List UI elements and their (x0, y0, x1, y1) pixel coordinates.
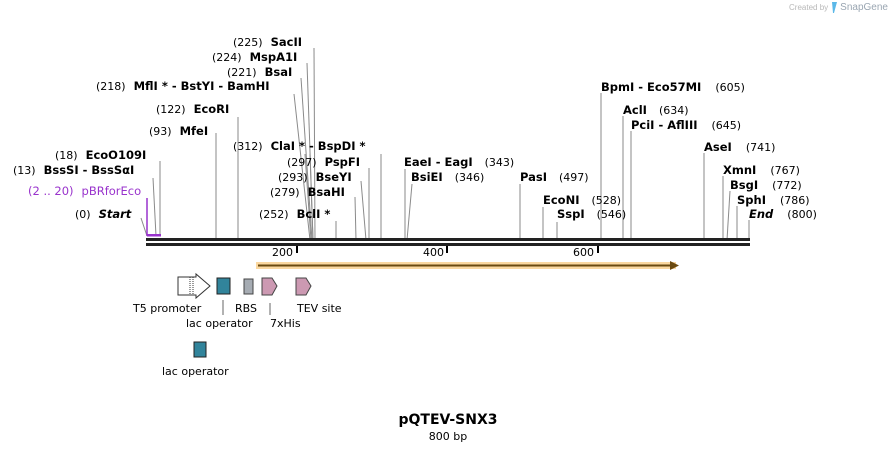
feature-tev-site[interactable] (295, 277, 312, 296)
svg-text:EcoNI(528): EcoNI(528) (543, 193, 621, 207)
feature-labels: T5 promoter lac operator RBS 7xHis TEV s… (132, 302, 342, 378)
svg-text:XmnI(767): XmnI(767) (723, 163, 800, 177)
svg-text:lac operator: lac operator (186, 317, 253, 330)
svg-text:(224)MspA1I: (224)MspA1I (212, 50, 297, 64)
svg-text:PasI(497): PasI(497) (520, 170, 589, 184)
svg-text:7xHis: 7xHis (270, 317, 301, 330)
svg-text:T5 promoter: T5 promoter (132, 302, 202, 315)
svg-text:(93)MfeI: (93)MfeI (149, 124, 208, 138)
feature-lac-operator-2[interactable] (193, 341, 207, 358)
snapgene-credit: Created by SnapGene (789, 2, 888, 13)
orf-arrow[interactable] (256, 261, 679, 270)
svg-text:(122)EcoRI: (122)EcoRI (156, 102, 229, 116)
svg-text:AclI(634): AclI(634) (623, 103, 689, 117)
site-labels: (2 .. 20)pBRforEco (0)Start (13)BssSI - … (13, 35, 817, 221)
svg-text:400: 400 (423, 246, 444, 259)
svg-text:(2 .. 20)pBRforEco: (2 .. 20)pBRforEco (28, 184, 141, 198)
svg-text:(221)BsaI: (221)BsaI (227, 65, 292, 79)
svg-text:(312)ClaI * - BspDI *: (312)ClaI * - BspDI * (233, 139, 366, 153)
svg-text:(218)MflI * - BstYI - BamHI: (218)MflI * - BstYI - BamHI (96, 79, 270, 93)
svg-text:(293)BseYI: (293)BseYI (278, 170, 352, 184)
site-lines (140, 47, 750, 241)
svg-text:EaeI - EagI(343): EaeI - EagI(343) (404, 155, 514, 169)
ruler (296, 246, 599, 253)
ruler-labels: 200 400 600 (272, 246, 594, 259)
svg-text:AseI(741): AseI(741) (704, 140, 775, 154)
svg-text:200: 200 (272, 246, 293, 259)
svg-text:SspI(546): SspI(546) (557, 207, 626, 221)
credit-prefix: Created by (789, 3, 829, 12)
svg-text:End(800): End(800) (749, 207, 817, 221)
svg-text:lac operator: lac operator (162, 365, 229, 378)
map-length: 800 bp (428, 430, 468, 443)
svg-text:BpmI - Eco57MI(605): BpmI - Eco57MI(605) (601, 80, 745, 94)
feature-lac-operator[interactable] (216, 277, 231, 295)
svg-text:TEV site: TEV site (296, 302, 342, 315)
dna-backbone (146, 238, 750, 246)
snapgene-logo-icon (832, 2, 838, 13)
svg-text:(252)BclI *: (252)BclI * (259, 207, 330, 221)
svg-text:(0)Start: (0)Start (75, 207, 132, 221)
svg-text:(297)PspFI: (297)PspFI (287, 155, 360, 169)
svg-text:(279)BsaHI: (279)BsaHI (270, 185, 345, 199)
primer-pbrforeco[interactable] (146, 198, 161, 237)
svg-text:BsiEI(346): BsiEI(346) (411, 170, 484, 184)
svg-text:(225)SacII: (225)SacII (233, 35, 302, 49)
svg-text:(18)EcoO109I: (18)EcoO109I (55, 148, 146, 162)
feature-7xhis[interactable] (261, 277, 278, 296)
svg-text:(13)BssSI - BssSαI: (13)BssSI - BssSαI (13, 163, 134, 177)
map-title: pQTEV-SNX3 (398, 412, 498, 428)
svg-text:PciI - AflIII(645): PciI - AflIII(645) (631, 118, 741, 132)
feature-rbs[interactable] (243, 278, 254, 295)
svg-text:BsgI(772): BsgI(772) (730, 178, 802, 192)
svg-text:SphI(786): SphI(786) (737, 193, 810, 207)
feature-t5-promoter[interactable] (177, 272, 211, 300)
svg-text:600: 600 (573, 246, 594, 259)
svg-text:RBS: RBS (235, 302, 257, 315)
credit-brand: SnapGene (840, 2, 888, 13)
